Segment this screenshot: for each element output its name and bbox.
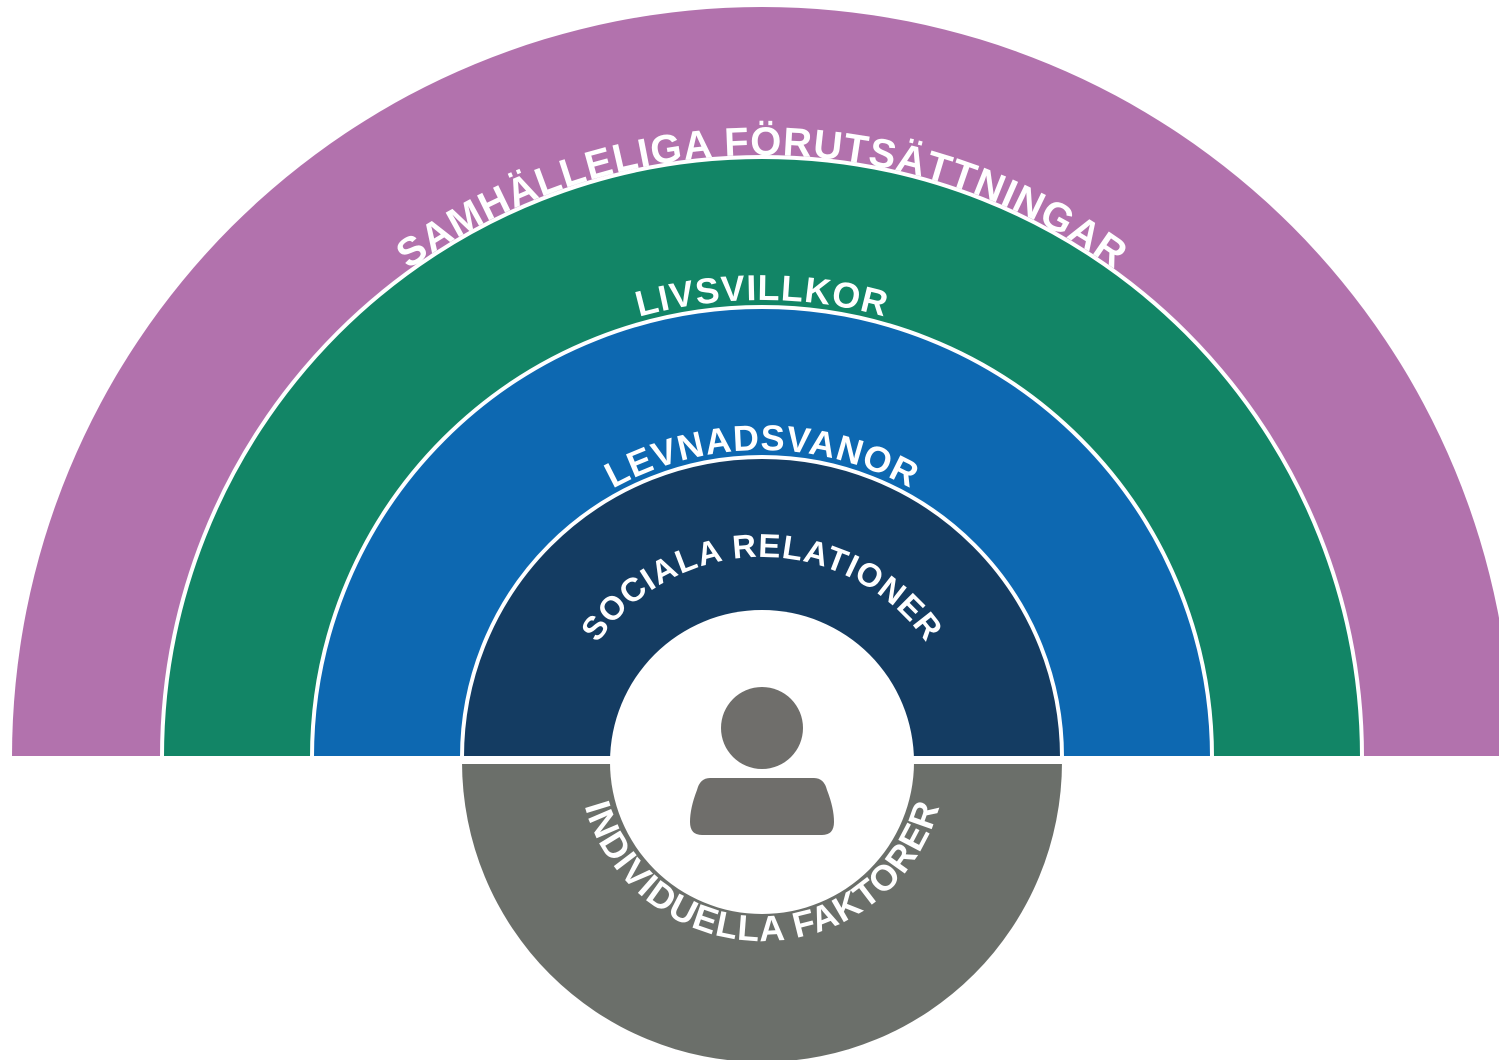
ring-separators (160, 155, 1364, 758)
ring-sociala-relationer (462, 457, 1062, 757)
person-icon (690, 687, 834, 835)
